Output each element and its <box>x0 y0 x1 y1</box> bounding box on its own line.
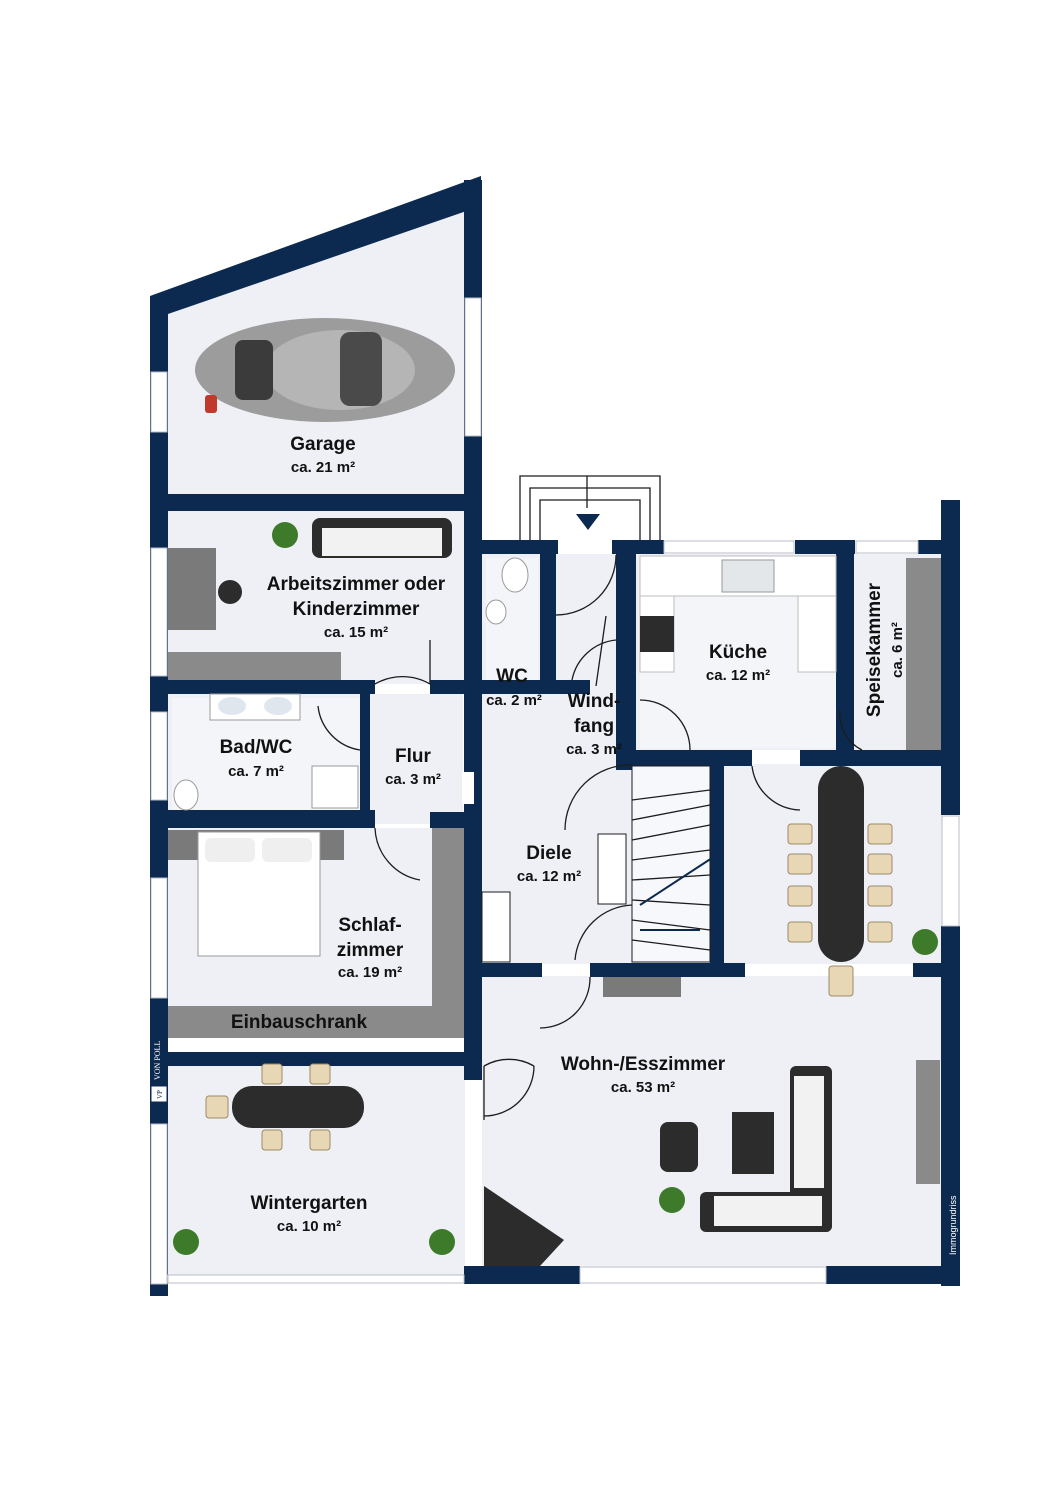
armchair-icon <box>660 1122 698 1172</box>
plant-icon <box>659 1187 685 1213</box>
room-name: Küche <box>709 642 767 663</box>
room-name: Flur <box>395 746 431 767</box>
room-area: ca. 10 m² <box>277 1218 341 1235</box>
room-area: ca. 19 m² <box>338 964 402 981</box>
kitchen-sink-icon <box>721 559 775 593</box>
shower-icon <box>311 765 359 809</box>
pantry-shelf <box>906 558 941 750</box>
room-name: WC <box>496 666 528 687</box>
stove-icon <box>640 616 674 652</box>
entrance-steps <box>519 475 661 540</box>
room-name: Garage <box>290 434 355 455</box>
sideboard-icon <box>916 1060 940 1184</box>
room-name: Schlaf- <box>338 915 401 936</box>
room-name: Kinderzimmer <box>293 599 420 620</box>
built-in-wardrobe <box>168 1006 464 1038</box>
room-name: fang <box>574 716 614 737</box>
room-name: Wohn-/Esszimmer <box>561 1054 726 1075</box>
fireplace-icon <box>484 1186 564 1266</box>
room-name: Wind- <box>568 691 621 712</box>
room-labels: Garage ca. 21 m² Arbeitszimmer oder Kind… <box>220 434 906 1235</box>
shelf-icon <box>168 652 341 680</box>
room-name: Wintergarten <box>250 1193 367 1214</box>
room-area: ca. 21 m² <box>291 459 355 476</box>
room-area: ca. 6 m² <box>889 622 906 678</box>
room-name: Speisekammer <box>864 582 885 717</box>
room-name: Diele <box>526 843 571 864</box>
car-icon <box>195 318 455 422</box>
wintergarden-table-icon <box>232 1086 364 1128</box>
chair-icon <box>218 580 242 604</box>
room-area: ca. 12 m² <box>706 667 770 684</box>
credit-text: Immogrundriss <box>948 1195 958 1255</box>
door-swings <box>317 554 863 1120</box>
walls <box>150 176 960 1296</box>
radiator-icon <box>603 977 681 997</box>
wardrobe-icon <box>432 828 464 1038</box>
room-area: ca. 3 m² <box>566 741 622 758</box>
plant-icon <box>912 929 938 955</box>
coffee-table-icon <box>732 1112 774 1174</box>
plant-icon <box>173 1229 199 1255</box>
room-area: ca. 53 m² <box>611 1079 675 1096</box>
room-name: Bad/WC <box>220 737 293 758</box>
staircase <box>597 765 713 963</box>
plant-icon <box>272 522 298 548</box>
logo-text: VON POLL <box>153 1041 162 1080</box>
washbasin-icon <box>485 599 507 625</box>
room-name: Einbauschrank <box>231 1012 368 1033</box>
room-area: ca. 15 m² <box>324 624 388 641</box>
desk-icon <box>168 548 216 630</box>
toilet-icon <box>173 779 199 811</box>
brand-logo: VP VON POLL <box>150 1041 168 1103</box>
logo-initials: VP <box>156 1090 164 1099</box>
furniture <box>168 318 941 1266</box>
room-area: ca. 2 m² <box>486 692 542 709</box>
room-area: ca. 12 m² <box>517 868 581 885</box>
dining-table-icon <box>818 766 864 962</box>
room-area: ca. 3 m² <box>385 771 441 788</box>
room-area: ca. 7 m² <box>228 763 284 780</box>
cabinet-icon <box>481 891 511 963</box>
entrance-arrow-icon <box>576 514 600 530</box>
windows <box>150 297 960 1285</box>
room-name: Arbeitszimmer oder <box>267 574 446 595</box>
room-name: zimmer <box>337 940 404 961</box>
toilet-icon <box>501 557 529 593</box>
plant-icon <box>429 1229 455 1255</box>
